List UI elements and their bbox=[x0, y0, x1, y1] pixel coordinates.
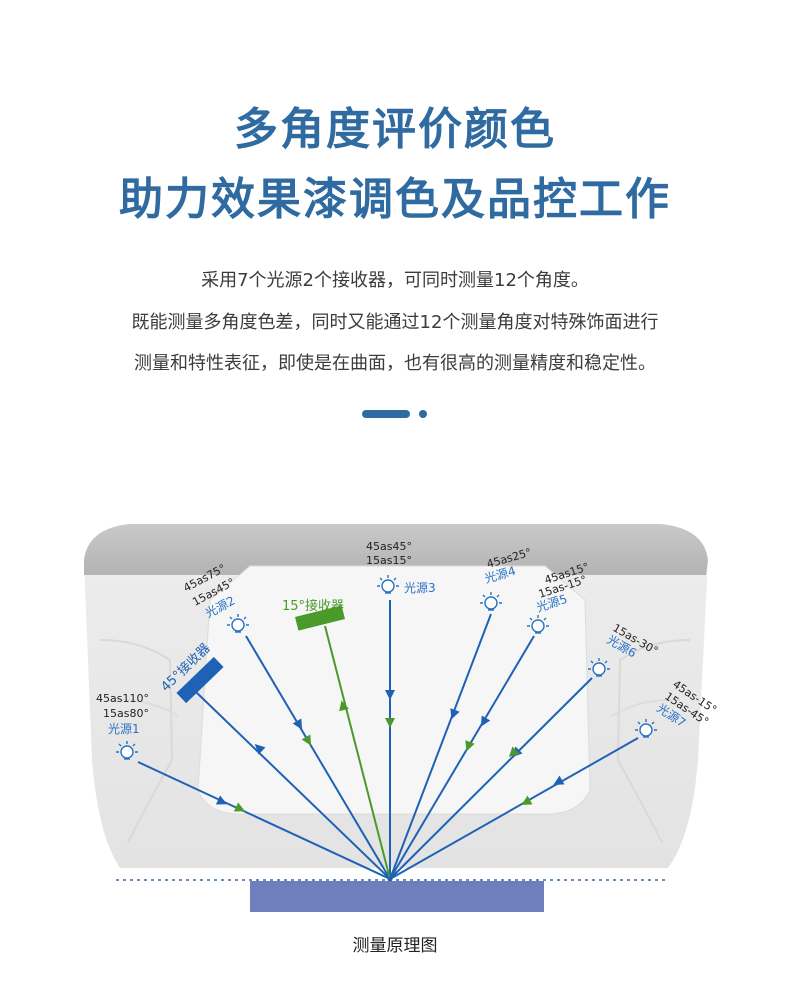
bulb-icon bbox=[377, 575, 399, 594]
beam-source-5 bbox=[389, 635, 535, 880]
device-mid-contour bbox=[109, 698, 179, 717]
bulb-icon bbox=[635, 719, 657, 738]
receiver-15-label: 15°接收器 bbox=[282, 598, 344, 614]
description-line-3: 测量和特性表征，即使是在曲面，也有很高的测量精度和稳定性。 bbox=[134, 353, 656, 374]
title-line-2: 助力效果漆调色及品控工作 bbox=[119, 174, 671, 225]
arrow-green-src2 bbox=[301, 734, 312, 746]
source-1-name: 光源1 bbox=[108, 722, 140, 736]
beam-to-45-receiver bbox=[195, 691, 391, 880]
device-top-band bbox=[84, 524, 708, 575]
arrow-green-src3 bbox=[385, 718, 395, 728]
arrow-green-src7 bbox=[521, 795, 533, 805]
device-left-contour bbox=[99, 639, 174, 843]
arrow-src3 bbox=[385, 690, 395, 700]
description-line-2: 既能测量多角度色差，同时又能通过12个测量角度对特殊饰面进行 bbox=[131, 312, 659, 333]
device-right-contour bbox=[616, 639, 691, 843]
beam-to-15-receiver bbox=[324, 625, 391, 880]
description-line-1: 采用7个光源2个接收器，可同时测量12个角度。 bbox=[201, 270, 589, 291]
source-3-name: 光源3 bbox=[404, 581, 436, 595]
arrow-green-src6 bbox=[508, 746, 520, 758]
measurement-principle-diagram: 45°接收器 15°接收器 45as110° 15as80° 光源1 45a bbox=[84, 524, 719, 912]
arrow-src7 bbox=[553, 775, 565, 785]
source-3-code-b: 15as15° bbox=[366, 554, 412, 567]
source-1-code-b: 15as80° bbox=[103, 707, 149, 720]
beam-source-1 bbox=[137, 761, 391, 880]
beam-source-6 bbox=[389, 677, 593, 880]
device-mid-contour-right bbox=[611, 698, 681, 717]
source-1-code-a: 45as110° bbox=[96, 692, 149, 705]
title-line-1: 多角度评价颜色 bbox=[234, 104, 556, 155]
diagram-caption: 测量原理图 bbox=[352, 936, 438, 956]
arrow-green-src4 bbox=[465, 740, 475, 752]
focal-point bbox=[387, 876, 393, 882]
section-divider-dot bbox=[419, 410, 427, 418]
bulb-icon bbox=[116, 741, 138, 760]
source-3-code-a: 45as45° bbox=[366, 540, 412, 553]
receiver-45 bbox=[176, 656, 224, 704]
arrow-green-src1 bbox=[233, 802, 246, 812]
beam-source-4 bbox=[389, 613, 492, 880]
beam-source-2 bbox=[245, 635, 391, 880]
beam-source-7 bbox=[389, 737, 639, 880]
arrow-src5 bbox=[480, 715, 491, 727]
arrow-rcv45 bbox=[254, 744, 266, 755]
arrow-src4 bbox=[450, 708, 460, 720]
receiver-15 bbox=[295, 605, 345, 631]
arrow-src2 bbox=[292, 718, 303, 730]
section-divider-bar bbox=[362, 410, 410, 418]
bulb-icon bbox=[527, 615, 549, 634]
sample-block bbox=[250, 881, 544, 912]
arrow-green-rcv15 bbox=[339, 700, 349, 712]
arrow-src1 bbox=[215, 795, 228, 805]
bulb-icon bbox=[480, 592, 502, 611]
bulb-icon bbox=[227, 614, 249, 633]
bulb-icon bbox=[588, 658, 610, 677]
